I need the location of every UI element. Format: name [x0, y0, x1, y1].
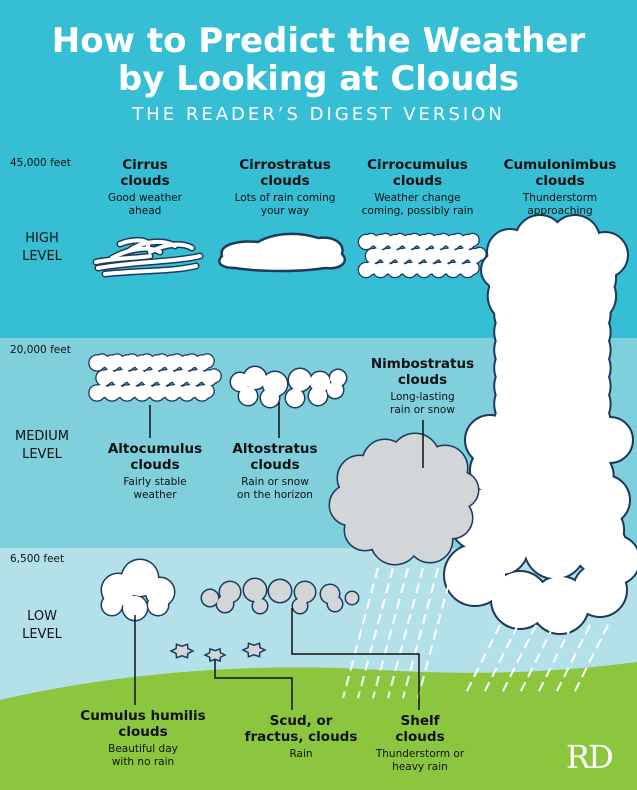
label-leader-lines — [134, 402, 424, 710]
altostratus-name: Altostratus clouds — [232, 441, 318, 473]
cumulus-humilis-cloud — [100, 558, 176, 622]
shelf-desc: Thunderstorm or heavy rain — [375, 748, 465, 773]
altocumulus-label: Altocumulus clouds Fairly stable weather — [95, 441, 215, 502]
altitude-20000: 20,000 feet — [10, 344, 71, 356]
altitude-45000: 45,000 feet — [10, 157, 71, 169]
nimbostratus-rain — [342, 567, 454, 699]
shelf-leader — [291, 608, 420, 710]
cumulonimbus-rain — [464, 624, 609, 696]
scud-name: Scud, or fractus, clouds — [244, 713, 358, 745]
rd-logo: RD — [566, 738, 614, 776]
cumulonimbus-name: Cumulonimbus clouds — [503, 157, 617, 189]
cirrostratus-label: Cirrostratus clouds Lots of rain coming … — [215, 157, 355, 218]
shelf-label: Shelf clouds Thunderstorm or heavy rain — [355, 713, 485, 774]
scud-leader — [214, 660, 293, 710]
altocumulus-name: Altocumulus clouds — [107, 441, 203, 473]
cumulus-humilis-label: Cumulus humilis clouds Beautiful day wit… — [68, 708, 218, 769]
title-line-2: by Looking at Clouds — [117, 59, 520, 99]
cirrocumulus-desc: Weather change coming, possibly rain — [361, 192, 474, 217]
altocumulus-desc: Fairly stable weather — [123, 476, 187, 501]
scud-desc: Rain — [289, 748, 313, 760]
cumulus-humilis-name: Cumulus humilis clouds — [80, 708, 206, 740]
cirrostratus-desc: Lots of rain coming your way — [234, 192, 336, 217]
cirrus-desc: Good weather ahead — [107, 192, 183, 217]
scud-fragment-2 — [203, 647, 227, 663]
level-medium: MEDIUM LEVEL — [14, 429, 69, 462]
altostratus-label: Altostratus clouds Rain or snow on the h… — [215, 441, 335, 502]
cumulonimbus-desc: Thunderstorm approaching — [522, 192, 598, 217]
nimbostratus-desc: Long-lasting rain or snow — [390, 391, 455, 416]
cirrocumulus-name: Cirrocumulus clouds — [367, 157, 468, 189]
nimbostratus-cloud — [328, 432, 480, 566]
nimbostratus-label: Nimbostratus clouds Long-lasting rain or… — [355, 356, 490, 417]
scud-fragment-1 — [169, 643, 195, 659]
scud-label: Scud, or fractus, clouds Rain — [236, 713, 366, 761]
subtitle: THE READER’S DIGEST VERSION — [132, 104, 505, 125]
cirrus-label: Cirrus clouds Good weather ahead — [85, 157, 205, 218]
title-line-1: How to Predict the Weather — [51, 21, 586, 61]
cumulonimbus-label: Cumulonimbus clouds Thunderstorm approac… — [485, 157, 635, 218]
nimbostratus-name: Nimbostratus clouds — [370, 356, 475, 388]
cirrocumulus-cloud — [357, 232, 487, 279]
cirrostratus-cloud — [218, 232, 347, 273]
cirrostratus-name: Cirrostratus clouds — [239, 157, 331, 189]
grass-hill — [0, 662, 637, 790]
altocumulus-cloud — [88, 353, 222, 402]
cirrus-name: Cirrus clouds — [120, 157, 170, 189]
altostratus-desc: Rain or snow on the horizon — [237, 476, 313, 501]
altitude-6500: 6,500 feet — [10, 553, 65, 565]
level-high: HIGH LEVEL — [22, 231, 62, 264]
cumulonimbus-cloud — [443, 214, 637, 635]
cumulus-humilis-desc: Beautiful day with no rain — [108, 743, 178, 768]
cirrocumulus-label: Cirrocumulus clouds Weather change comin… — [350, 157, 485, 218]
rain-streaks — [342, 567, 609, 699]
cloud-illustrations — [88, 214, 637, 663]
shelf-name: Shelf clouds — [395, 713, 445, 745]
altostratus-cloud — [229, 365, 348, 409]
level-low: LOW LEVEL — [22, 609, 62, 642]
shelf-cloud — [200, 577, 360, 615]
scud-fragment-3 — [241, 642, 267, 658]
cirrus-cloud — [92, 236, 204, 278]
